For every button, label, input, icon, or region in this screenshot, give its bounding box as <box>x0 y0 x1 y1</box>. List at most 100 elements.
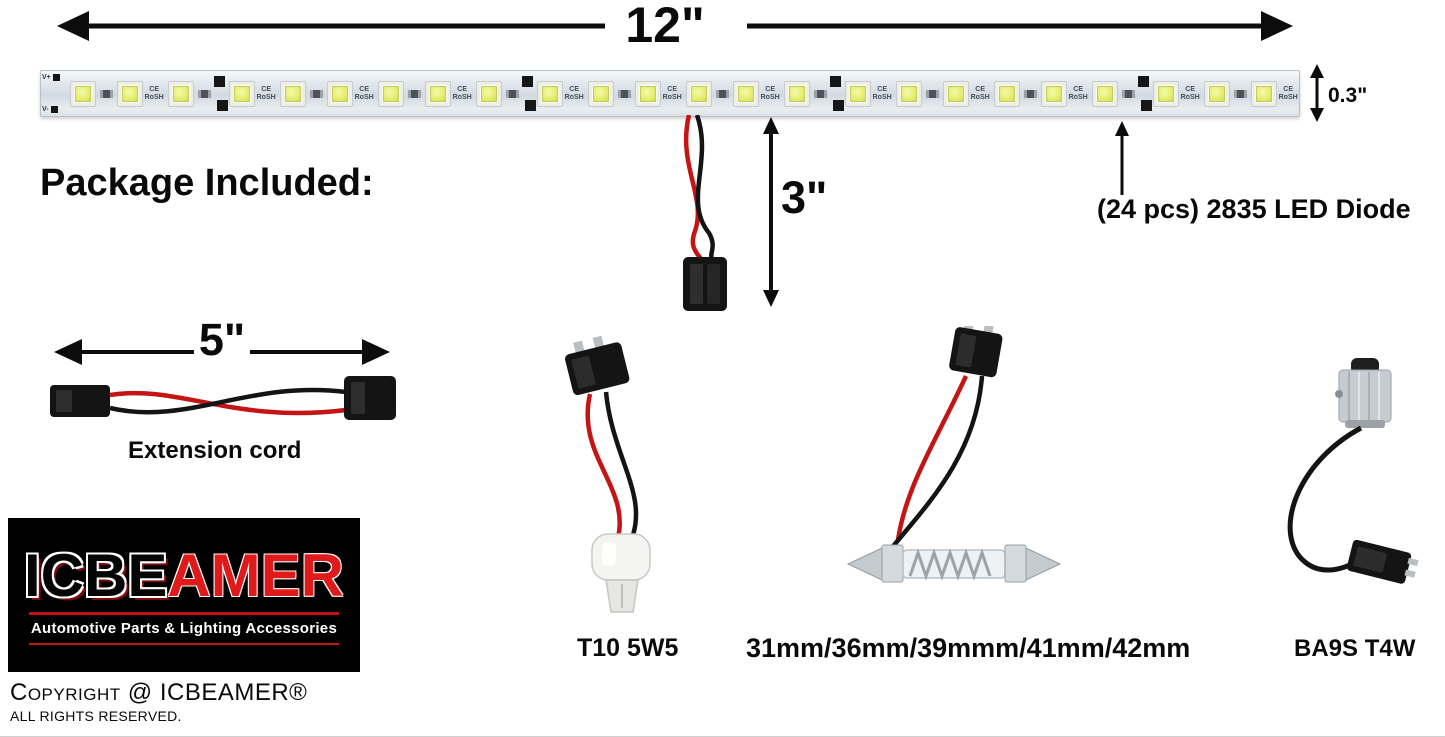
led-chip-cell <box>585 71 634 116</box>
smd-resistor <box>407 89 421 98</box>
ba9s-wire <box>1287 425 1363 573</box>
led-chip <box>476 80 503 107</box>
icbeamer-logo: ICBEAMER Automotive Parts & Lighting Acc… <box>8 518 360 672</box>
led-chip-cell <box>683 71 732 116</box>
led-phosphor <box>738 85 755 102</box>
led-chip <box>686 80 713 107</box>
led-phosphor <box>122 85 139 102</box>
t10-connector <box>565 336 630 396</box>
festoon-connector <box>949 326 1003 378</box>
led-phosphor <box>285 85 302 102</box>
strip-width-arrow <box>1310 64 1324 122</box>
led-chip <box>425 80 452 107</box>
led-chip-cell <box>893 71 942 116</box>
led-chip <box>537 80 564 107</box>
t10-label: T10 5W5 <box>577 634 679 662</box>
led-chip <box>1251 80 1278 107</box>
led-phosphor <box>640 85 657 102</box>
led-chip <box>733 80 760 107</box>
festoon-wires <box>888 375 985 552</box>
led-phosphor <box>901 85 918 102</box>
rights-reserved-text: ALL RIGHTS RESERVED. <box>10 708 182 724</box>
smd-resistor <box>617 89 631 98</box>
smd-resistor <box>1233 89 1247 98</box>
smd-resistor <box>1121 89 1135 98</box>
led-chip <box>117 80 144 107</box>
smd-resistor <box>197 89 211 98</box>
ba9s-base <box>1335 358 1392 428</box>
led-phosphor <box>1097 85 1114 102</box>
led-chip <box>1153 80 1180 107</box>
cord-length-arrow <box>54 339 390 365</box>
led-phosphor <box>691 85 708 102</box>
extension-cord-image <box>50 376 396 420</box>
logo-wordmark: ICBEAMER <box>24 545 344 606</box>
led-phosphor <box>1046 85 1063 102</box>
led-chip-cell <box>277 71 326 116</box>
strip-solder-joint <box>214 71 228 116</box>
smd-resistor <box>99 89 113 98</box>
cord-left-plug <box>50 385 110 417</box>
strip-length-value: 12" <box>625 0 705 53</box>
logo-divider-bottom <box>29 642 339 645</box>
cord-length-value: 5" <box>198 314 246 365</box>
led-phosphor <box>481 85 498 102</box>
power-wires <box>683 115 715 261</box>
cord-right-plug <box>344 376 396 420</box>
led-chip-cell <box>473 71 522 116</box>
logo-wordmark-right: AMER <box>167 541 345 609</box>
led-chip-cell <box>67 71 116 116</box>
festoon-adapter-image <box>846 326 1062 583</box>
t10-adapter-image <box>565 336 651 613</box>
strip-terminals: V+ V- <box>41 71 67 116</box>
package-included-heading: Package Included: <box>40 162 374 204</box>
led-chip <box>845 80 872 107</box>
led-chip <box>229 80 256 107</box>
led-chip <box>70 80 97 107</box>
led-chip <box>280 80 307 107</box>
led-chip <box>784 80 811 107</box>
led-phosphor <box>850 85 867 102</box>
ba9s-adapter-image <box>1287 358 1419 584</box>
led-phosphor <box>948 85 965 102</box>
led-chip <box>378 80 405 107</box>
festoon-sizes-label: 31mm/36mm/39mmm/41mm/42mm <box>746 633 1191 663</box>
smd-resistor <box>925 89 939 98</box>
led-phosphor <box>999 85 1016 102</box>
extension-cord-label: Extension cord <box>128 437 302 464</box>
cord-wires <box>109 387 347 416</box>
led-chip <box>327 80 354 107</box>
led-phosphor <box>430 85 447 102</box>
ba9s-label: BA9S T4W <box>1294 635 1416 662</box>
led-phosphor <box>332 85 349 102</box>
led-phosphor <box>1158 85 1175 102</box>
terminal-negative-label: V- <box>42 106 66 113</box>
logo-tagline: Automotive Parts & Lighting Accessories <box>30 619 338 637</box>
led-chip <box>168 80 195 107</box>
wire-length-arrow <box>763 117 779 307</box>
strip-solder-joint <box>830 71 844 116</box>
led-phosphor <box>173 85 190 102</box>
logo-wordmark-left: ICBE <box>23 541 168 609</box>
strip-solder-joint <box>1138 71 1152 116</box>
t10-wedge-bulb <box>591 533 651 613</box>
